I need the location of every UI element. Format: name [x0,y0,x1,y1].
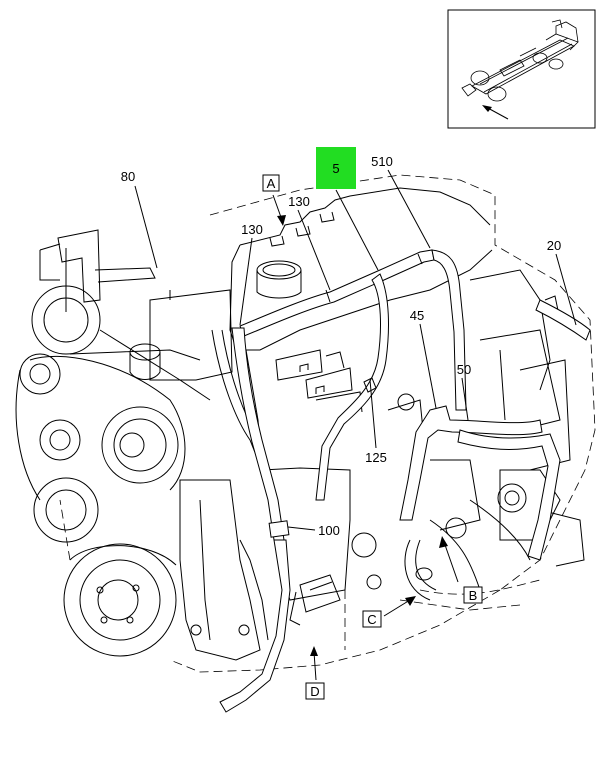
callout-50[interactable]: 50 [457,362,471,377]
view-label-A[interactable]: A [262,174,280,192]
leader-100 [287,526,316,531]
callout-20[interactable]: 20 [547,238,561,253]
view-arrows [272,194,459,681]
inset-arrow [482,105,509,120]
inset-locator [447,9,596,129]
leader-45 [419,323,437,409]
inset-frame [447,9,596,129]
view-letter-D: D [310,684,319,699]
view-letter-C: C [367,612,376,627]
chassis-sketch [461,19,579,102]
view-label-B[interactable]: B [463,586,483,604]
leader-5 [335,189,379,271]
arrow-A [277,215,286,226]
arrow-B [439,536,448,548]
view-letter-A: A [267,176,276,191]
callout-510[interactable]: 510 [371,154,393,169]
view-label-D[interactable]: D [305,682,325,700]
callout-80[interactable]: 80 [121,169,135,184]
highlight-box-5 [316,147,356,189]
callout-130-left[interactable]: 130 [241,222,263,237]
leader-20 [555,253,577,326]
callout-125[interactable]: 125 [365,450,387,465]
hoses [219,249,591,713]
callout-130-right[interactable]: 130 [288,194,310,209]
arrow-D [310,646,318,656]
leader-130b [297,209,331,291]
view-letter-B: B [469,588,478,603]
leader-130a [239,237,253,326]
leader-125 [369,379,377,449]
callout-45[interactable]: 45 [410,308,424,323]
leader-510 [387,169,431,249]
callout-100[interactable]: 100 [318,523,340,538]
view-label-C[interactable]: C [362,610,382,628]
callout-5[interactable]: 5 [332,161,339,176]
arrow-C [405,596,416,606]
leader-50 [461,377,469,421]
leader-lines [134,169,577,531]
leader-80 [134,185,158,269]
